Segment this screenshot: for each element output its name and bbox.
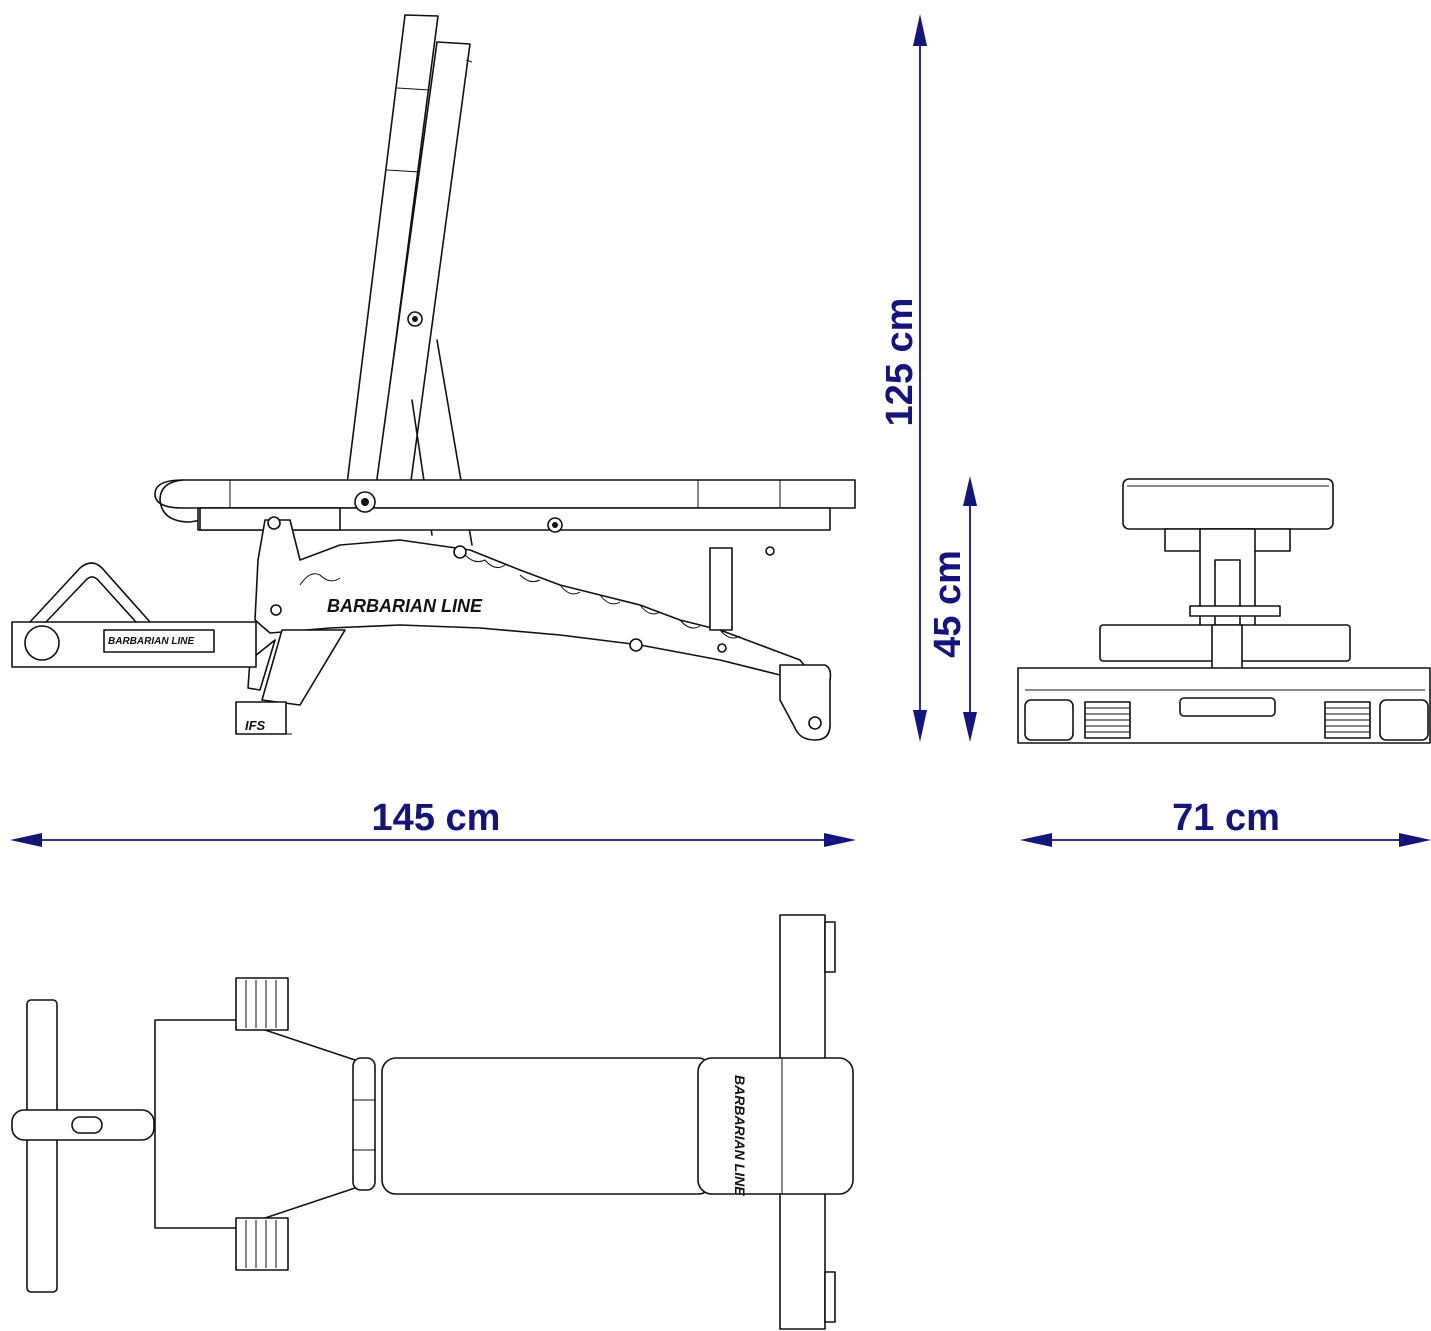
frame-ladder: BARBARIAN LINE	[254, 516, 811, 676]
frame-logo-text: BARBARIAN LINE	[327, 596, 483, 616]
seat-pad	[154, 479, 856, 533]
front-leg: IFS	[235, 629, 346, 735]
dimension-height-total	[913, 14, 927, 742]
label-length: 145 cm	[372, 797, 501, 839]
label-height-total: 125 cm	[879, 298, 921, 427]
rear-wheel	[779, 664, 832, 741]
side-view: BARBARIAN LINE IFS BARBARIAN LINE	[11, 14, 856, 741]
extension-logo-text: BARBARIAN LINE	[108, 636, 194, 647]
front-view	[1017, 478, 1431, 744]
foot-logo-text: IFS	[245, 718, 266, 733]
backrest-upright	[346, 14, 473, 546]
front-extension: BARBARIAN LINE	[11, 562, 257, 668]
dimension-seat-height	[963, 476, 977, 742]
label-width: 71 cm	[1172, 797, 1280, 839]
top-view: BARBARIAN LINE	[11, 914, 854, 1330]
seat-logo-text: BARBARIAN LINE	[732, 1075, 748, 1196]
dimension-length	[10, 833, 856, 847]
dimension-width	[1020, 833, 1431, 847]
label-seat-height: 45 cm	[927, 550, 969, 658]
